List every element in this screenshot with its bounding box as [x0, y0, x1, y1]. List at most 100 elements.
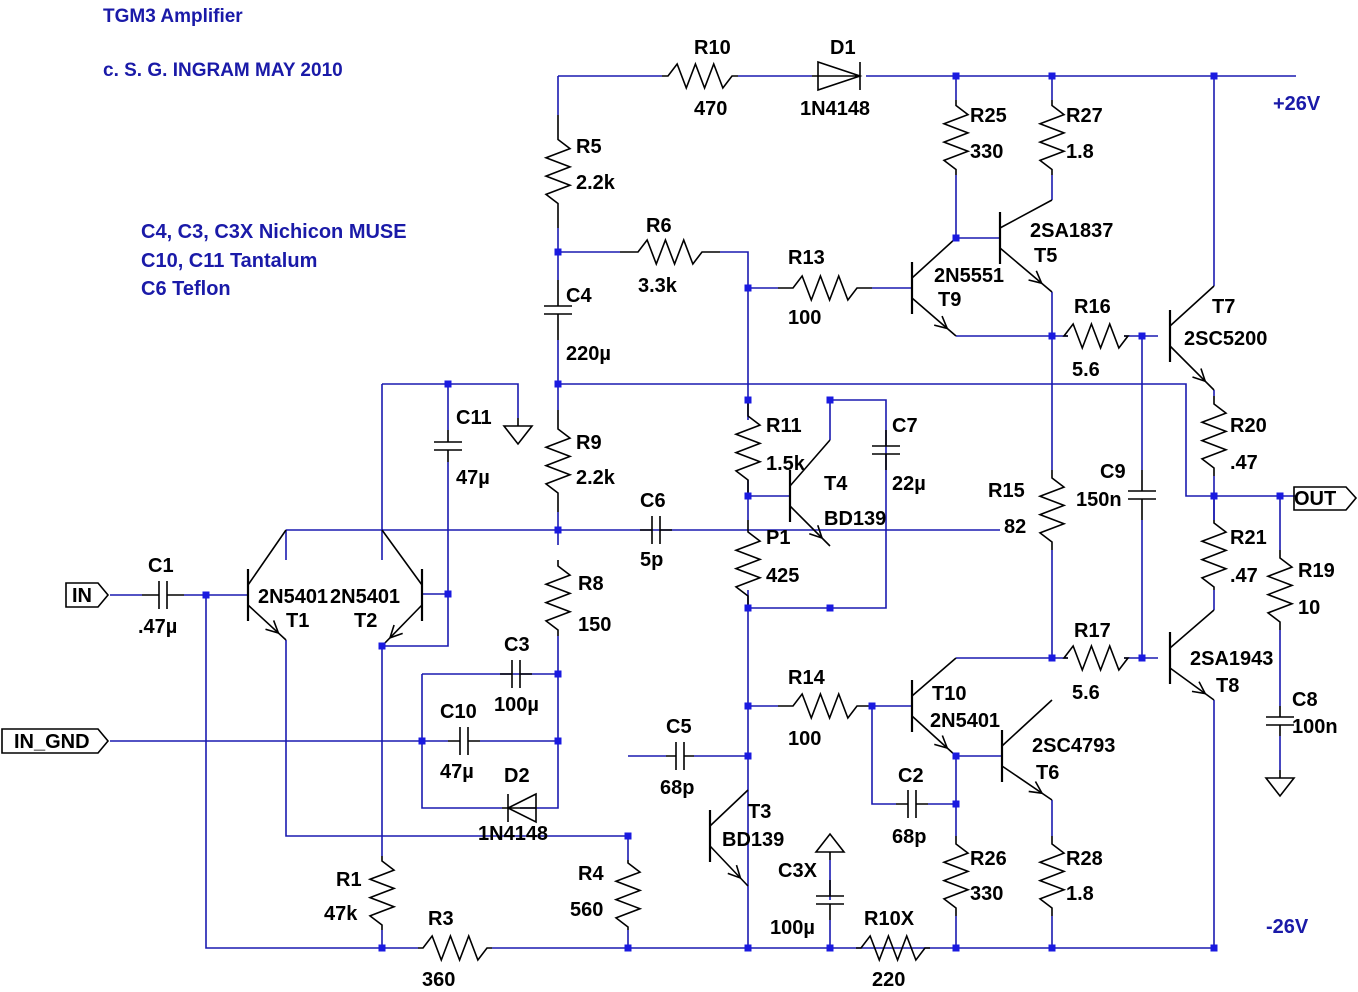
wire — [748, 399, 887, 609]
transistor-t8-arrow — [1191, 681, 1207, 695]
resistor-r4 — [613, 860, 643, 930]
capacitor-c5 — [666, 742, 694, 770]
junction-dot — [952, 752, 960, 760]
junction-dot — [1210, 944, 1218, 952]
r13-ref: R13 — [788, 247, 825, 269]
port-in — [65, 582, 110, 608]
r10x-value: 220 — [872, 969, 905, 991]
capacitor-c6 — [640, 516, 672, 544]
capacitor-c4 — [544, 280, 572, 340]
r5-value: 2.2k — [576, 172, 616, 194]
resistor-r11 — [733, 400, 763, 496]
t5-part: 2SA1837 — [1030, 220, 1113, 242]
components — [142, 60, 1296, 963]
junction-dot — [952, 234, 960, 242]
t6-ref: T6 — [1036, 762, 1059, 784]
r14-ref: R14 — [788, 667, 826, 689]
r4-value: 560 — [570, 899, 603, 921]
r27-value: 1.8 — [1066, 141, 1094, 163]
c4-value: 220µ — [566, 343, 611, 365]
r5-ref: R5 — [576, 136, 602, 158]
junction-dot — [744, 604, 752, 612]
wire — [381, 593, 448, 948]
transistor-t7-leads — [1169, 285, 1215, 391]
d2-value: 1N4148 — [478, 823, 548, 845]
copyright-note: c. S. G. INGRAM MAY 2010 — [103, 60, 343, 81]
c3x-value: 100µ — [770, 917, 815, 939]
junctions — [202, 72, 1284, 952]
resistor-r14 — [778, 691, 872, 721]
r20-ref: R20 — [1230, 415, 1267, 437]
t8-ref: T8 — [1216, 675, 1239, 697]
junction-dot — [444, 380, 452, 388]
junction-dot — [624, 944, 632, 952]
transistor-t3-leads — [709, 789, 749, 887]
junction-dot — [744, 396, 752, 404]
c1-ref: C1 — [148, 555, 174, 577]
r16-value: 5.6 — [1072, 359, 1100, 381]
c8-value: 100n — [1292, 716, 1338, 738]
t10-ref: T10 — [932, 683, 966, 705]
transistor-t1-leads — [247, 529, 287, 641]
note-tantalum: C10, C11 Tantalum — [141, 250, 317, 272]
r19-value: 10 — [1298, 597, 1320, 619]
junction-dot — [1048, 332, 1056, 340]
c9-value: 150n — [1076, 489, 1122, 511]
c5-ref: C5 — [666, 716, 692, 738]
transistor-t5-leads — [999, 199, 1053, 293]
c4-ref: C4 — [566, 285, 592, 307]
t9-ref: T9 — [938, 289, 961, 311]
c2-value: 68p — [892, 826, 926, 848]
r15-ref: R15 — [988, 480, 1025, 502]
t4-part: BD139 — [824, 508, 886, 530]
r4-ref: R4 — [578, 863, 604, 885]
r3-ref: R3 — [428, 908, 454, 930]
junction-dot — [744, 284, 752, 292]
t3-part: BD139 — [722, 829, 784, 851]
junction-dot — [554, 248, 562, 256]
junction-dot — [826, 944, 834, 952]
c3-value: 100µ — [494, 694, 539, 716]
junction-dot — [868, 702, 876, 710]
r1-ref: R1 — [336, 869, 362, 891]
positive-rail-label: +26V — [1273, 93, 1321, 115]
junction-dot — [1210, 492, 1218, 500]
c11-ref: C11 — [456, 407, 492, 429]
t8-part: 2SA1943 — [1190, 648, 1273, 670]
port-in-label: IN — [72, 585, 92, 607]
resistor-r8 — [543, 560, 573, 636]
wires — [110, 75, 1296, 949]
wire — [381, 383, 519, 560]
capacitor-c10 — [448, 727, 480, 755]
c7-value: 22µ — [892, 473, 926, 495]
junction-dot — [952, 944, 960, 952]
t10-part: 2N5401 — [930, 710, 1000, 732]
c7-ref: C7 — [892, 415, 918, 437]
ground-symbol — [502, 418, 534, 446]
capacitor-c1 — [142, 581, 184, 609]
junction-dot — [744, 702, 752, 710]
port-in-gnd — [1, 728, 110, 754]
transistor-t9-arrow — [933, 315, 949, 330]
junction-dot — [744, 492, 752, 500]
wire — [1213, 496, 1281, 770]
junction-dot — [1138, 332, 1146, 340]
r8-value: 150 — [578, 614, 611, 636]
r25-value: 330 — [970, 141, 1003, 163]
transistor-t9-leads — [911, 237, 957, 337]
junction-dot — [1048, 944, 1056, 952]
junction-dot — [444, 590, 452, 598]
negative-rail-label: -26V — [1266, 916, 1309, 938]
transistor-t10-leads — [911, 657, 957, 757]
c9-ref: C9 — [1100, 461, 1126, 483]
resistor-r10 — [662, 61, 738, 91]
junction-dot — [378, 642, 386, 650]
r11-ref: R11 — [766, 415, 802, 437]
junction-dot — [554, 526, 562, 534]
capacitor-c2 — [896, 790, 928, 818]
capacitor-c3 — [500, 660, 532, 688]
r10-ref: R10 — [694, 37, 731, 59]
c2-ref: C2 — [898, 765, 924, 787]
c10-ref: C10 — [440, 701, 477, 723]
d1-value: 1N4148 — [800, 98, 870, 120]
